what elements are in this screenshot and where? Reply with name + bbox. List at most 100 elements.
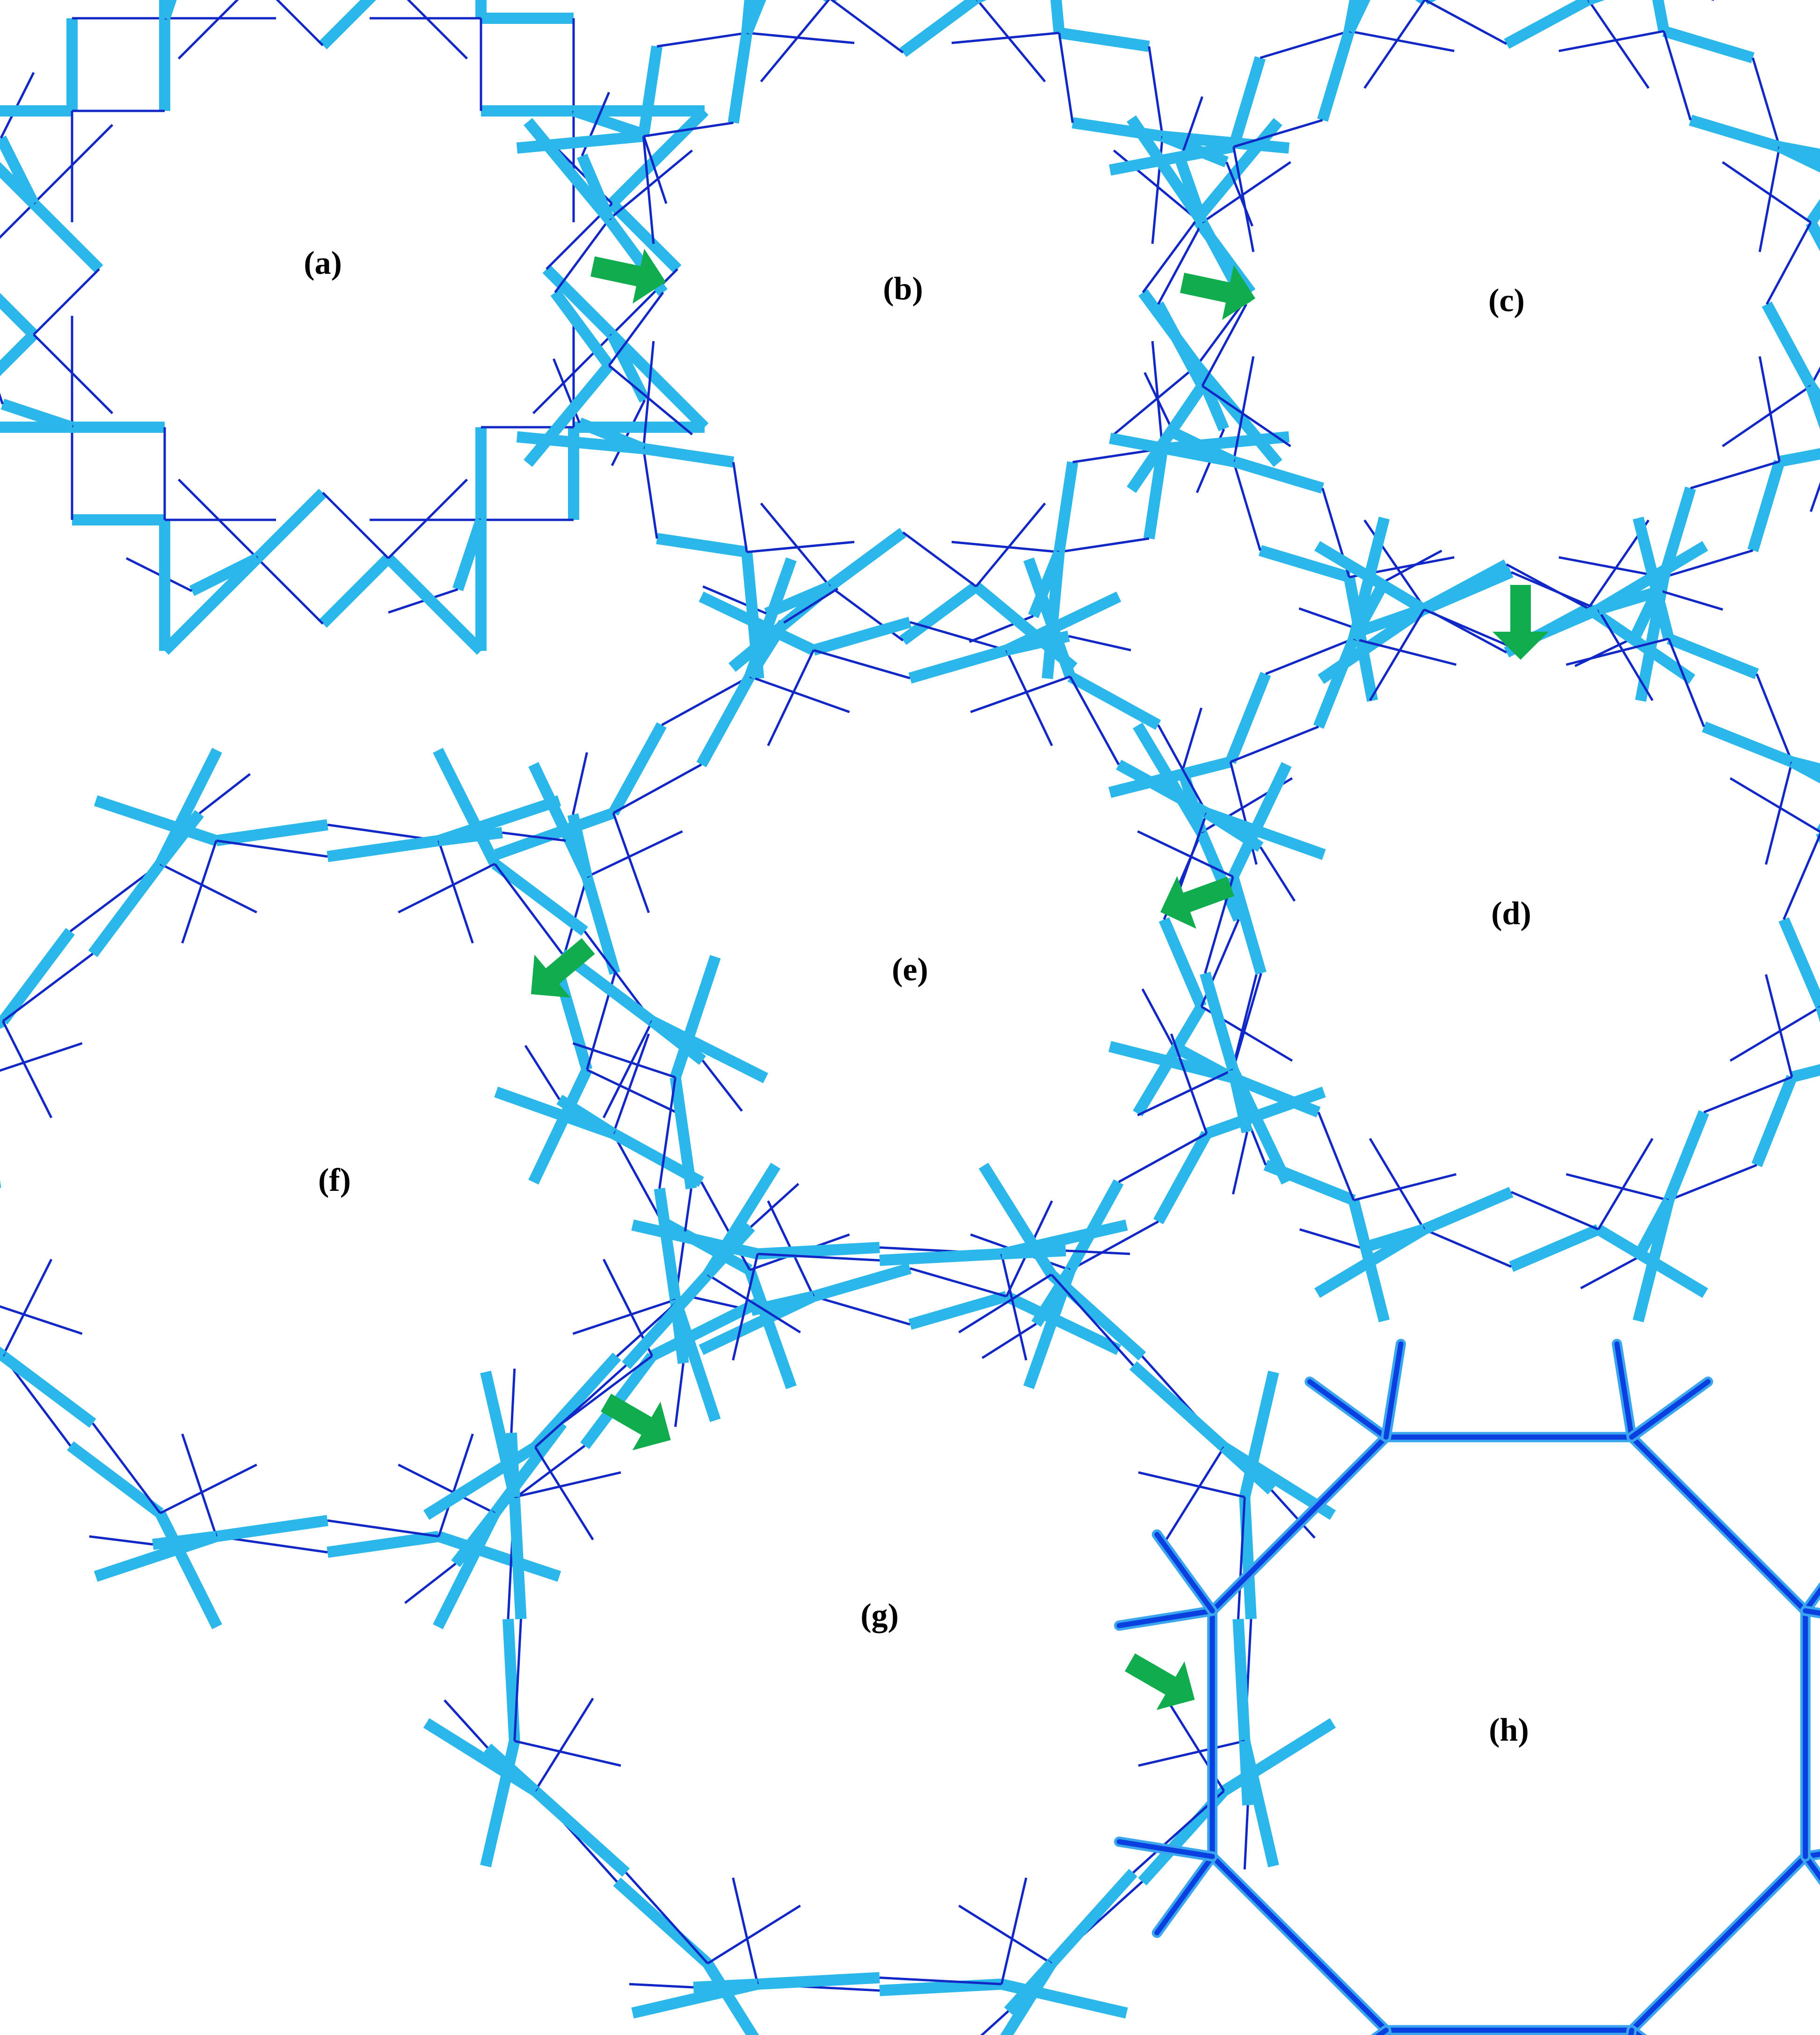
thick-bar bbox=[29, 199, 103, 273]
thin-spoke bbox=[958, 1273, 1052, 1334]
octagon-edge bbox=[1209, 1854, 1389, 2033]
arrows bbox=[531, 248, 1549, 1710]
thick-bar bbox=[1422, 567, 1514, 615]
thin-bar bbox=[198, 773, 251, 815]
thick-bar bbox=[1232, 456, 1325, 494]
thick-bar bbox=[899, 0, 980, 57]
thick-bar bbox=[253, 489, 327, 562]
thin-bar bbox=[1068, 635, 1131, 651]
thin-bar bbox=[33, 268, 100, 336]
transition-arrow bbox=[1125, 1653, 1195, 1710]
thin-bar bbox=[612, 763, 702, 814]
thin-bar bbox=[1259, 30, 1350, 59]
thin-spoke bbox=[1000, 1254, 1027, 1361]
thin-spoke bbox=[1597, 609, 1654, 701]
thin-spoke bbox=[1137, 830, 1234, 878]
transition-arrow bbox=[1492, 585, 1549, 660]
thick-bar bbox=[757, 1242, 880, 1260]
octagon-spoke bbox=[1370, 2025, 1391, 2035]
thin-spoke bbox=[767, 649, 815, 746]
thick-spoke bbox=[437, 1531, 561, 1582]
thin-spoke bbox=[514, 1740, 621, 1767]
thin-bar bbox=[1765, 222, 1812, 305]
thick-bar bbox=[1158, 917, 1207, 1009]
thin-spoke bbox=[760, 0, 830, 82]
thick-bar bbox=[908, 644, 1008, 684]
panel-f bbox=[0, 748, 768, 1629]
thick-bar bbox=[1777, 141, 1820, 173]
thin-bar bbox=[1663, 549, 1754, 578]
thick-bar bbox=[0, 1346, 7, 1360]
thick-spoke bbox=[524, 362, 613, 467]
thick-bar bbox=[1789, 757, 1820, 784]
thick-bar bbox=[1689, 115, 1781, 153]
label-d: (d) bbox=[1491, 896, 1531, 932]
thick-bar bbox=[1239, 1496, 1257, 1619]
thick-bar bbox=[1633, 1197, 1674, 1260]
thick-spoke bbox=[1221, 1718, 1336, 1796]
thin-bar bbox=[674, 1363, 684, 1427]
thin-spoke bbox=[1369, 609, 1425, 701]
thin-bar bbox=[524, 1045, 561, 1100]
thin-bar bbox=[1703, 1076, 1792, 1114]
thick-bar bbox=[581, 875, 620, 975]
thin-bar bbox=[92, 1422, 161, 1514]
thick-bar bbox=[502, 1619, 520, 1742]
thick-bar bbox=[577, 417, 646, 454]
thin-bar bbox=[0, 203, 35, 239]
thin-bar bbox=[980, 2010, 1009, 2035]
thin-spoke bbox=[181, 1433, 218, 1537]
thin-spoke bbox=[602, 1021, 654, 1118]
thick-bar bbox=[319, 554, 393, 628]
thick-bar bbox=[728, 32, 753, 124]
thick-bar bbox=[88, 861, 165, 957]
thin-bar bbox=[1259, 846, 1296, 902]
thin-bar bbox=[1783, 832, 1820, 920]
thick-bar bbox=[155, 810, 204, 868]
thin-spoke bbox=[951, 540, 1060, 554]
thin-spoke bbox=[1597, 1138, 1654, 1230]
octagon-spoke bbox=[1629, 1379, 1711, 1440]
thin-bar bbox=[1201, 303, 1248, 387]
thin-spoke bbox=[1137, 1068, 1234, 1116]
thick-bar bbox=[159, 0, 177, 20]
thick-bar bbox=[642, 443, 735, 468]
thin-bar bbox=[1065, 1249, 1130, 1255]
thin-bar bbox=[388, 588, 459, 614]
thick-bar bbox=[1360, 1224, 1426, 1254]
thin-bar bbox=[513, 1619, 522, 1741]
thin-bar bbox=[1265, 637, 1354, 675]
thin-spoke bbox=[1138, 1471, 1245, 1498]
thin-spoke bbox=[1170, 1033, 1208, 1134]
thin-bar bbox=[322, 492, 389, 559]
thin-bar bbox=[1237, 1497, 1246, 1619]
thick-bar bbox=[0, 1351, 96, 1428]
thin-bar bbox=[1069, 676, 1120, 766]
thin-bar bbox=[494, 863, 563, 955]
thick-spoke bbox=[978, 1162, 1056, 1278]
thick-spoke bbox=[744, 1268, 797, 1389]
thin-spoke bbox=[1151, 341, 1164, 449]
thin-bar bbox=[256, 557, 324, 625]
thin-bar bbox=[982, 1323, 1037, 1359]
thin-bar bbox=[1143, 372, 1175, 433]
thick-bar bbox=[1028, 550, 1064, 618]
thick-bar bbox=[215, 819, 328, 846]
thin-bar bbox=[1232, 461, 1261, 551]
thick-bar bbox=[1596, 585, 1662, 615]
thin-spoke bbox=[612, 812, 650, 913]
thin-bar bbox=[611, 268, 678, 336]
thick-spoke bbox=[160, 554, 262, 655]
octagon-spoke bbox=[1116, 1839, 1215, 1859]
thick-bar bbox=[327, 835, 440, 862]
thin-spoke bbox=[1201, 161, 1291, 224]
panel-g bbox=[423, 1162, 1336, 2035]
label-e: (e) bbox=[892, 952, 928, 988]
transition-arrow bbox=[601, 1393, 671, 1451]
thin-bar bbox=[612, 1133, 663, 1222]
thick-bar bbox=[1196, 830, 1244, 922]
thick-bar bbox=[572, 105, 645, 139]
thin-spoke bbox=[1165, 1446, 1225, 1540]
thick-spoke bbox=[1162, 131, 1290, 154]
thick-bar bbox=[1667, 633, 1759, 679]
